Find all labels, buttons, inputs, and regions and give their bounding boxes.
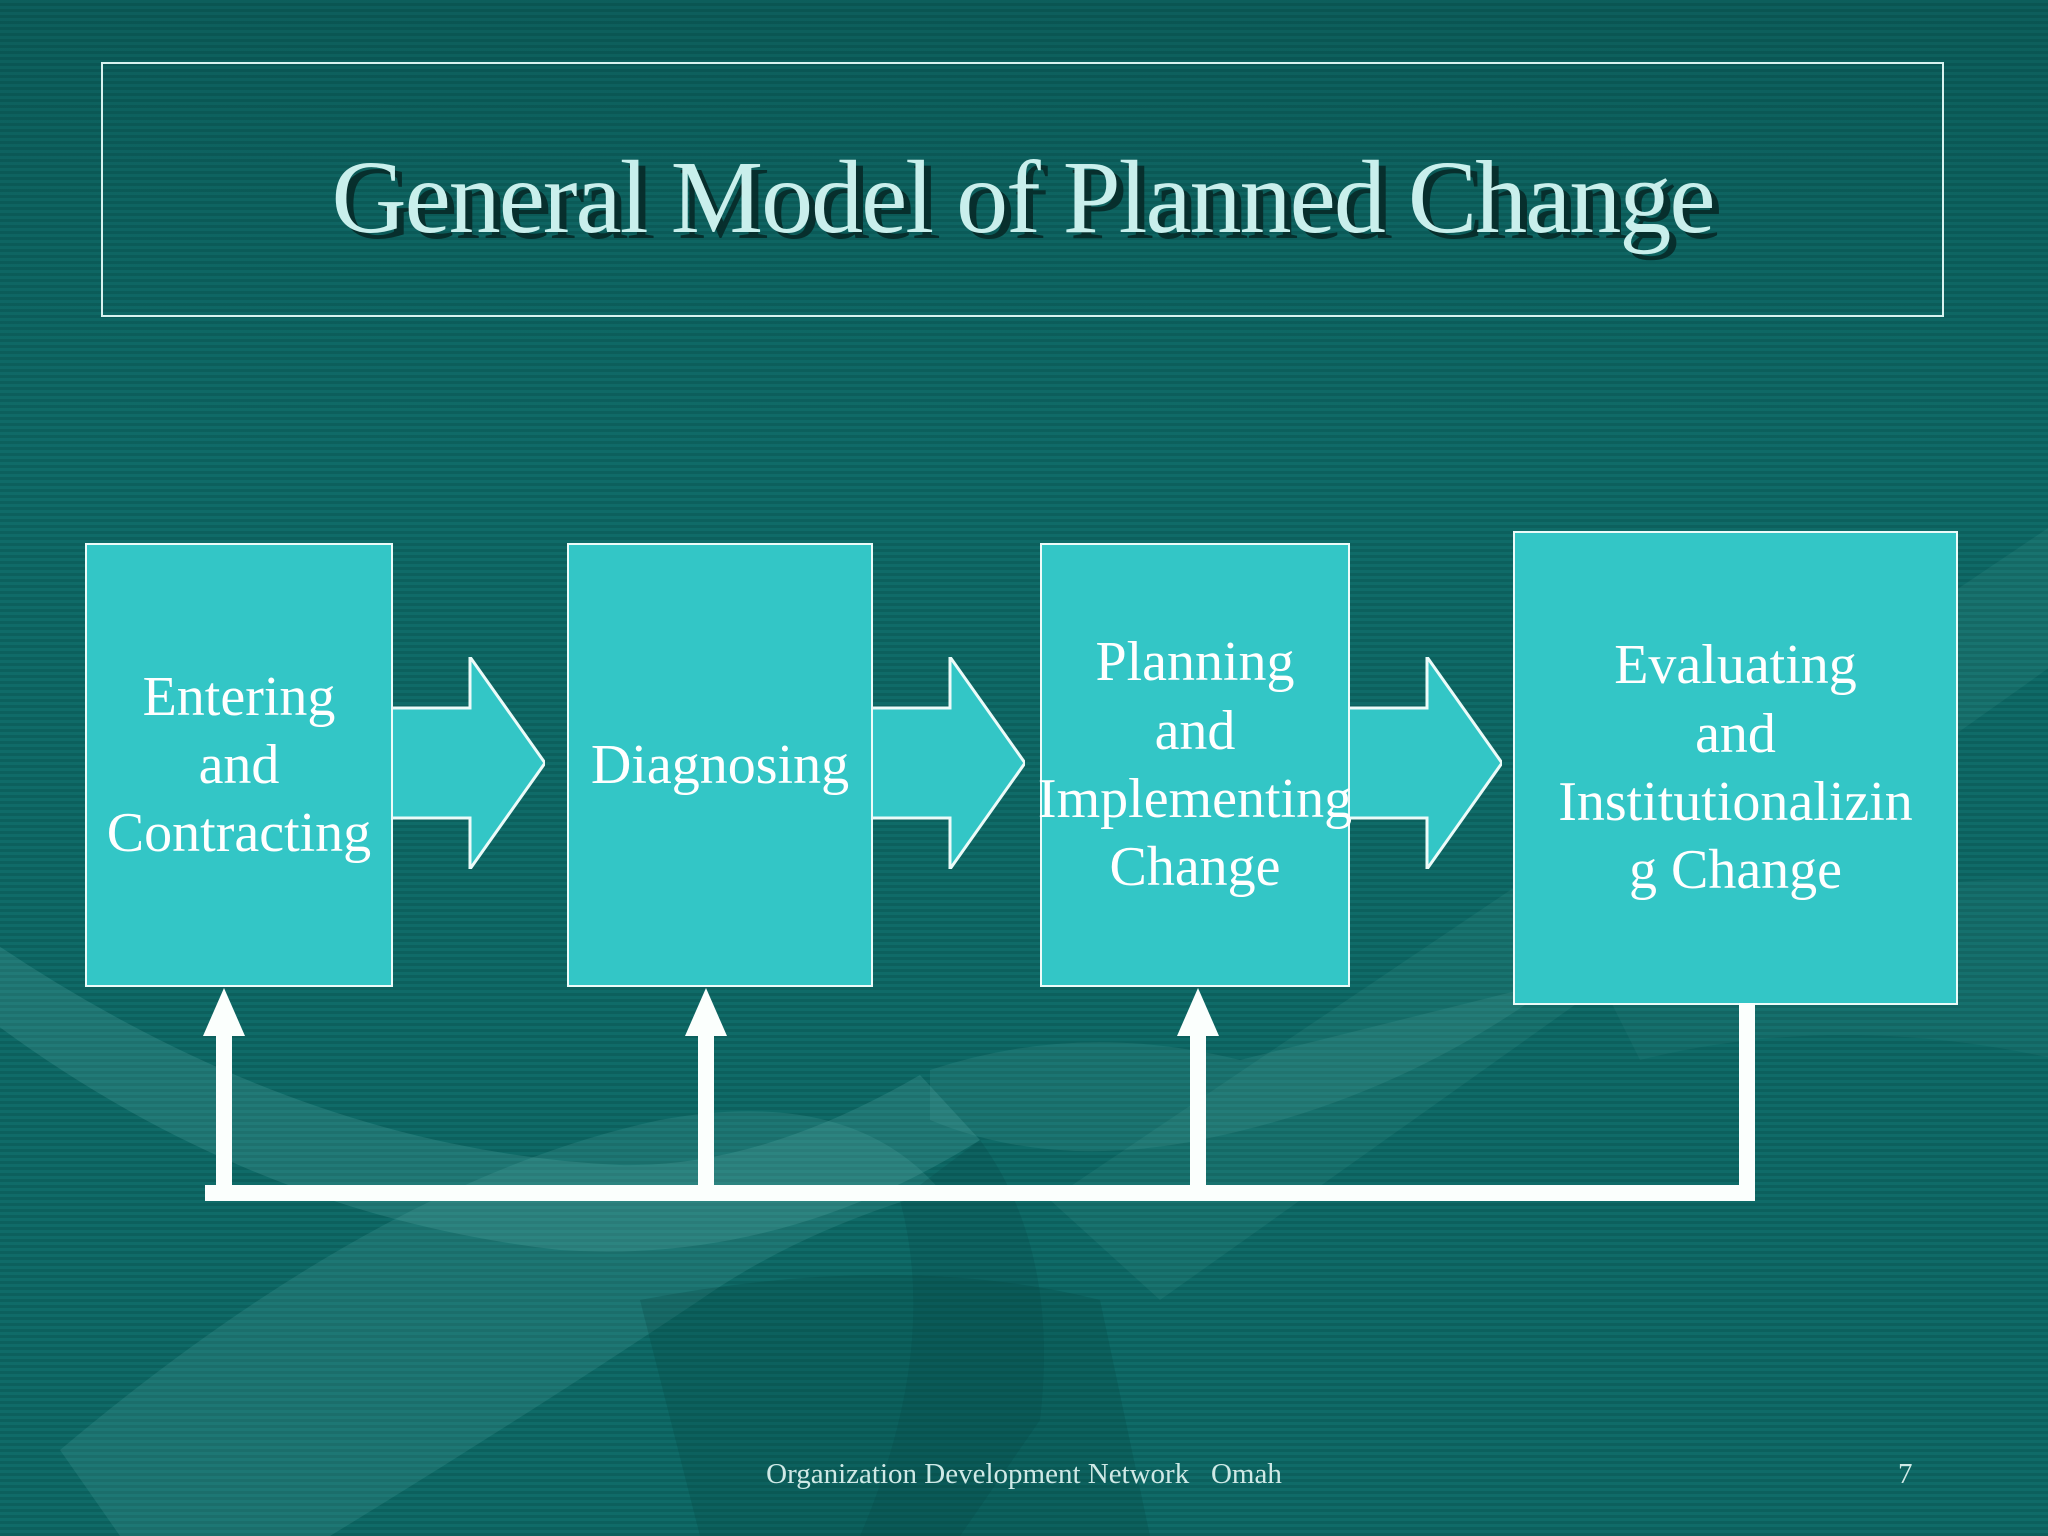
feedback-arrow-up-icon — [685, 988, 727, 1036]
feedback-arrow-up-icon — [203, 988, 245, 1036]
feedback-arrow-shaft — [1190, 1034, 1206, 1185]
feedback-loop-horizontal-line — [205, 1185, 1755, 1201]
slide-title: General Model of Planned Change — [331, 140, 1715, 255]
process-box-label: Entering and Contracting — [106, 665, 372, 865]
process-box-planning-implementing: Planning and Implementing Change — [1037, 543, 1353, 987]
process-box-evaluating-institutionalizing: Evaluating and Institutionalizin g Chang… — [1513, 531, 1958, 1005]
feedback-arrow-shaft — [216, 1034, 232, 1185]
process-box-diagnosing: Diagnosing — [567, 543, 873, 987]
feedback-arrow-up-icon — [1177, 988, 1219, 1036]
flow-block-arrow-right-icon — [393, 657, 545, 869]
flow-block-arrow-right-icon — [873, 657, 1025, 869]
process-box-label: Planning and Implementing Change — [1037, 631, 1353, 899]
title-frame: General Model of Planned Change — [101, 62, 1944, 317]
process-box-entering-contracting: Entering and Contracting — [85, 543, 393, 987]
feedback-arrow-shaft — [698, 1034, 714, 1185]
feedback-loop-return-line — [1739, 1003, 1755, 1185]
footer-text: Organization Development Network Omah — [766, 1458, 1282, 1490]
process-box-label: Diagnosing — [590, 733, 850, 796]
process-box-label: Evaluating and Institutionalizin g Chang… — [1558, 634, 1913, 902]
flow-block-arrow-right-icon — [1350, 657, 1502, 869]
page-number: 7 — [1898, 1458, 1913, 1490]
